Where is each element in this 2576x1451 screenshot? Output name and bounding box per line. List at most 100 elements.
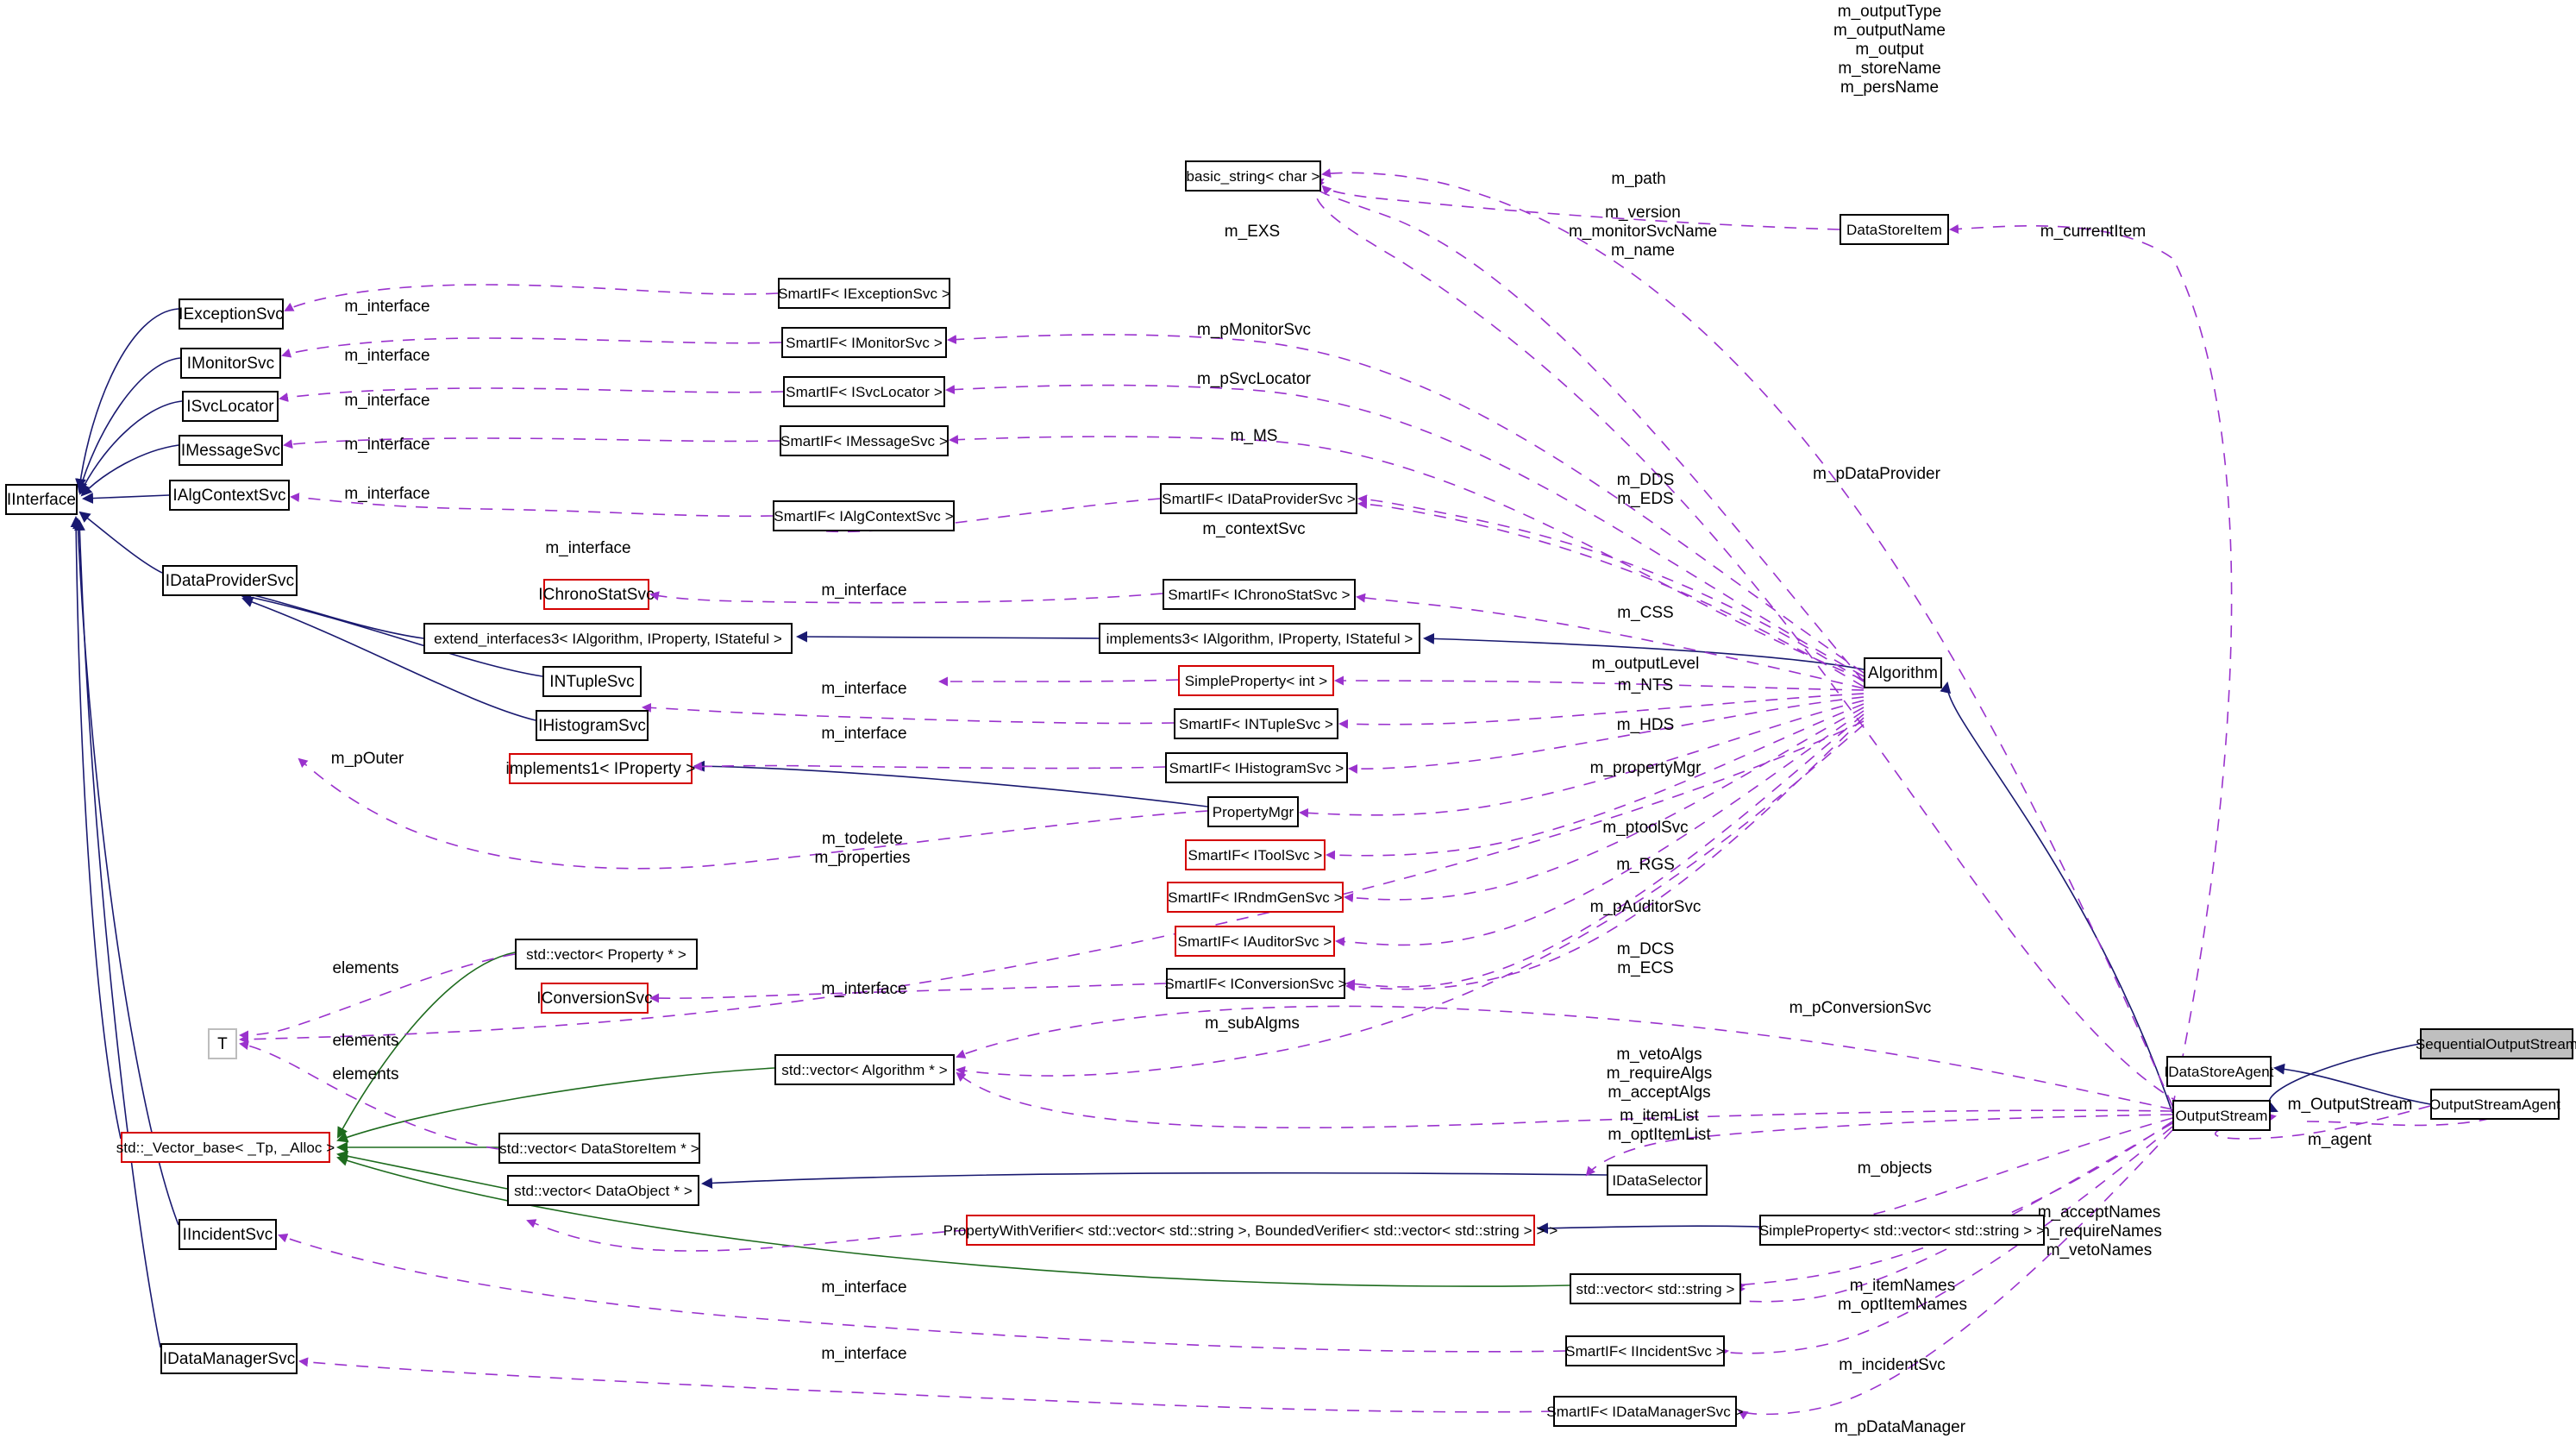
node-SimpleProperty-vector-string[interactable]: SimpleProperty< std::vector< std::string…	[1759, 1215, 2045, 1246]
node-IExceptionSvc[interactable]: IExceptionSvc	[179, 298, 284, 330]
node-SmartIF-IDataManagerSvc[interactable]: SmartIF< IDataManagerSvc >	[1546, 1396, 1744, 1427]
node-label: Algorithm	[1867, 663, 1939, 682]
node-IAlgContextSvc[interactable]: IAlgContextSvc	[169, 480, 290, 511]
node-SmartIF-IToolSvc[interactable]: SmartIF< IToolSvc >	[1185, 839, 1326, 870]
edge-label-m-contextSvc: m_contextSvc	[1202, 520, 1306, 538]
node-SmartIF-IMonitorSvc[interactable]: SmartIF< IMonitorSvc >	[781, 327, 947, 358]
node-DataStoreItem[interactable]: DataStoreItem	[1840, 214, 1949, 245]
node-Algorithm[interactable]: Algorithm	[1864, 657, 1942, 688]
node-label: SmartIF< IChronoStatSvc >	[1168, 586, 1351, 603]
node-basic-string-char[interactable]: basic_string< char >	[1185, 160, 1321, 192]
node-IMonitorSvc[interactable]: IMonitorSvc	[180, 348, 281, 379]
edge-label-m-CSS: m_CSS	[1617, 604, 1674, 622]
node-IMessageSvc[interactable]: IMessageSvc	[179, 435, 283, 466]
node-label: IIncidentSvc	[182, 1225, 273, 1244]
edge-label-m-interface-12: m_interface	[821, 1345, 907, 1363]
node-label: SmartIF< ISvcLocator >	[786, 383, 943, 400]
node-vector-string[interactable]: std::vector< std::string >	[1570, 1273, 1741, 1304]
node-IConversionSvc[interactable]: IConversionSvc	[536, 983, 653, 1014]
node-SmartIF-IChronoStatSvc[interactable]: SmartIF< IChronoStatSvc >	[1163, 579, 1356, 610]
node-ISvcLocator[interactable]: ISvcLocator	[182, 391, 279, 422]
node-T[interactable]: T	[208, 1028, 237, 1059]
node-label: SmartIF< IMessageSvc >	[780, 432, 948, 449]
edge-label-m-DDS-EDS: m_DDS m_EDS	[1616, 471, 1675, 509]
edge-label-m-interface-11: m_interface	[821, 1278, 907, 1297]
node-label: std::vector< Property * >	[526, 945, 686, 963]
edge-label-m-interface-5: m_interface	[344, 485, 430, 503]
node-IDataStoreAgent[interactable]: IDataStoreAgent	[2164, 1056, 2274, 1087]
node-SmartIF-IRndmGenSvc[interactable]: SmartIF< IRndmGenSvc >	[1167, 882, 1344, 913]
node-label: SequentialOutputStream	[2415, 1035, 2576, 1052]
edge-label-m-incidentSvc: m_incidentSvc	[1839, 1356, 1946, 1374]
node-SmartIF-IHistogramSvc[interactable]: SmartIF< IHistogramSvc >	[1165, 752, 1348, 783]
edge-label-elements-1: elements	[332, 959, 399, 977]
node-SequentialOutputStream[interactable]: SequentialOutputStream	[2416, 1028, 2576, 1059]
edge-label-m-pSvcLocator: m_pSvcLocator	[1196, 370, 1312, 388]
edge-label-m-agent: m_agent	[2308, 1131, 2372, 1149]
edge-label-m-acceptNames-group: m_acceptNames m_requireNames m_vetoNames	[2036, 1203, 2162, 1260]
node-PropertyWithVerifier[interactable]: PropertyWithVerifier< std::vector< std::…	[943, 1215, 1558, 1246]
node-vector-DataStoreItem[interactable]: std::vector< DataStoreItem * >	[498, 1133, 700, 1164]
node-SmartIF-IAlgContextSvc[interactable]: SmartIF< IAlgContextSvc >	[773, 500, 955, 531]
node-label: SmartIF< IAlgContextSvc >	[774, 507, 954, 524]
edge-label-m-OutputStream: m_OutputStream	[2287, 1096, 2413, 1114]
node-SmartIF-INTupleSvc[interactable]: SmartIF< INTupleSvc >	[1174, 708, 1338, 739]
node-IInterface[interactable]: IInterface	[5, 484, 78, 515]
node-SmartIF-IDataProviderSvc[interactable]: SmartIF< IDataProviderSvc >	[1160, 483, 1357, 514]
node-SmartIF-IIncidentSvc[interactable]: SmartIF< IIncidentSvc >	[1565, 1335, 1725, 1366]
edge-label-m-path: m_path	[1611, 170, 1666, 188]
edge-label-m-DCS-ECS: m_DCS m_ECS	[1616, 940, 1675, 978]
node-OutputStreamAgent[interactable]: OutputStreamAgent	[2429, 1089, 2560, 1120]
edge-label-m-pDataProvider: m_pDataProvider	[1813, 465, 1940, 483]
node-implements1-IProperty[interactable]: implements1< IProperty >	[505, 753, 696, 784]
edge-label-m-pMonitorSvc: m_pMonitorSvc	[1197, 321, 1311, 339]
edge-label-m-interface-6: m_interface	[545, 539, 631, 557]
node-label: SmartIF< INTupleSvc >	[1178, 715, 1334, 732]
node-OutputStream[interactable]: OutputStream	[2172, 1100, 2271, 1131]
node-label: SimpleProperty< int >	[1184, 672, 1328, 689]
node-vector-Property[interactable]: std::vector< Property * >	[515, 939, 698, 970]
node-label: OutputStream	[2175, 1107, 2268, 1124]
edge-label-m-pOuter: m_pOuter	[330, 750, 404, 768]
edge-label-m-interface-10: m_interface	[821, 980, 907, 998]
edge-label-m-ptoolSvc: m_ptoolSvc	[1602, 819, 1689, 837]
node-label: std::vector< DataObject * >	[514, 1182, 693, 1199]
node-implements3[interactable]: implements3< IAlgorithm, IProperty, ISta…	[1099, 623, 1420, 654]
edge-label-m-pConversionSvc: m_pConversionSvc	[1789, 999, 1932, 1017]
node-SimpleProperty-int[interactable]: SimpleProperty< int >	[1178, 665, 1334, 696]
node-IChronoStatSvc[interactable]: IChronoStatSvc	[538, 579, 655, 610]
node-label: basic_string< char >	[1186, 167, 1320, 185]
node-IDataProviderSvc[interactable]: IDataProviderSvc	[162, 565, 298, 596]
node-IHistogramSvc[interactable]: IHistogramSvc	[536, 710, 649, 741]
node-label: IHistogramSvc	[538, 716, 646, 735]
node-IIncidentSvc[interactable]: IIncidentSvc	[179, 1219, 277, 1250]
node-IDataSelector[interactable]: IDataSelector	[1607, 1165, 1708, 1196]
node-label: IDataSelector	[1612, 1171, 1702, 1189]
node-Vector-base[interactable]: std::_Vector_base< _Tp, _Alloc >	[116, 1132, 335, 1163]
node-PropertyMgr[interactable]: PropertyMgr	[1207, 796, 1299, 827]
node-label: SimpleProperty< std::vector< std::string…	[1758, 1222, 2046, 1239]
edge-label-m-subAlgms: m_subAlgms	[1205, 1014, 1300, 1033]
node-SmartIF-IMessageSvc[interactable]: SmartIF< IMessageSvc >	[780, 425, 949, 456]
edge-label-m-EXS: m_EXS	[1224, 223, 1281, 241]
node-extend-interfaces3[interactable]: extend_interfaces3< IAlgorithm, IPropert…	[423, 623, 793, 654]
node-vector-Algorithm[interactable]: std::vector< Algorithm * >	[774, 1054, 955, 1085]
edge-label-elements-2: elements	[332, 1032, 399, 1050]
node-SmartIF-IExceptionSvc[interactable]: SmartIF< IExceptionSvc >	[778, 278, 950, 309]
node-INTupleSvc[interactable]: INTupleSvc	[542, 666, 642, 697]
edge-label-m-HDS: m_HDS	[1616, 716, 1675, 734]
node-label: extend_interfaces3< IAlgorithm, IPropert…	[434, 630, 782, 647]
node-SmartIF-IConversionSvc[interactable]: SmartIF< IConversionSvc >	[1164, 968, 1347, 999]
node-label: std::vector< DataStoreItem * >	[499, 1140, 699, 1157]
node-IDataManagerSvc[interactable]: IDataManagerSvc	[160, 1343, 298, 1374]
node-SmartIF-IAuditorSvc[interactable]: SmartIF< IAuditorSvc >	[1175, 926, 1335, 957]
node-vector-DataObject[interactable]: std::vector< DataObject * >	[507, 1175, 699, 1206]
node-label: implements1< IProperty >	[505, 759, 696, 778]
edge-label-m-interface-1: m_interface	[344, 298, 430, 316]
edge-label-m-itemNames-group: m_itemNames m_optItemNames	[1838, 1277, 1967, 1315]
node-label: IConversionSvc	[536, 989, 653, 1008]
node-label: std::vector< std::string >	[1576, 1280, 1735, 1297]
edge-label-m-objects: m_objects	[1857, 1159, 1933, 1178]
node-SmartIF-ISvcLocator[interactable]: SmartIF< ISvcLocator >	[783, 376, 945, 407]
